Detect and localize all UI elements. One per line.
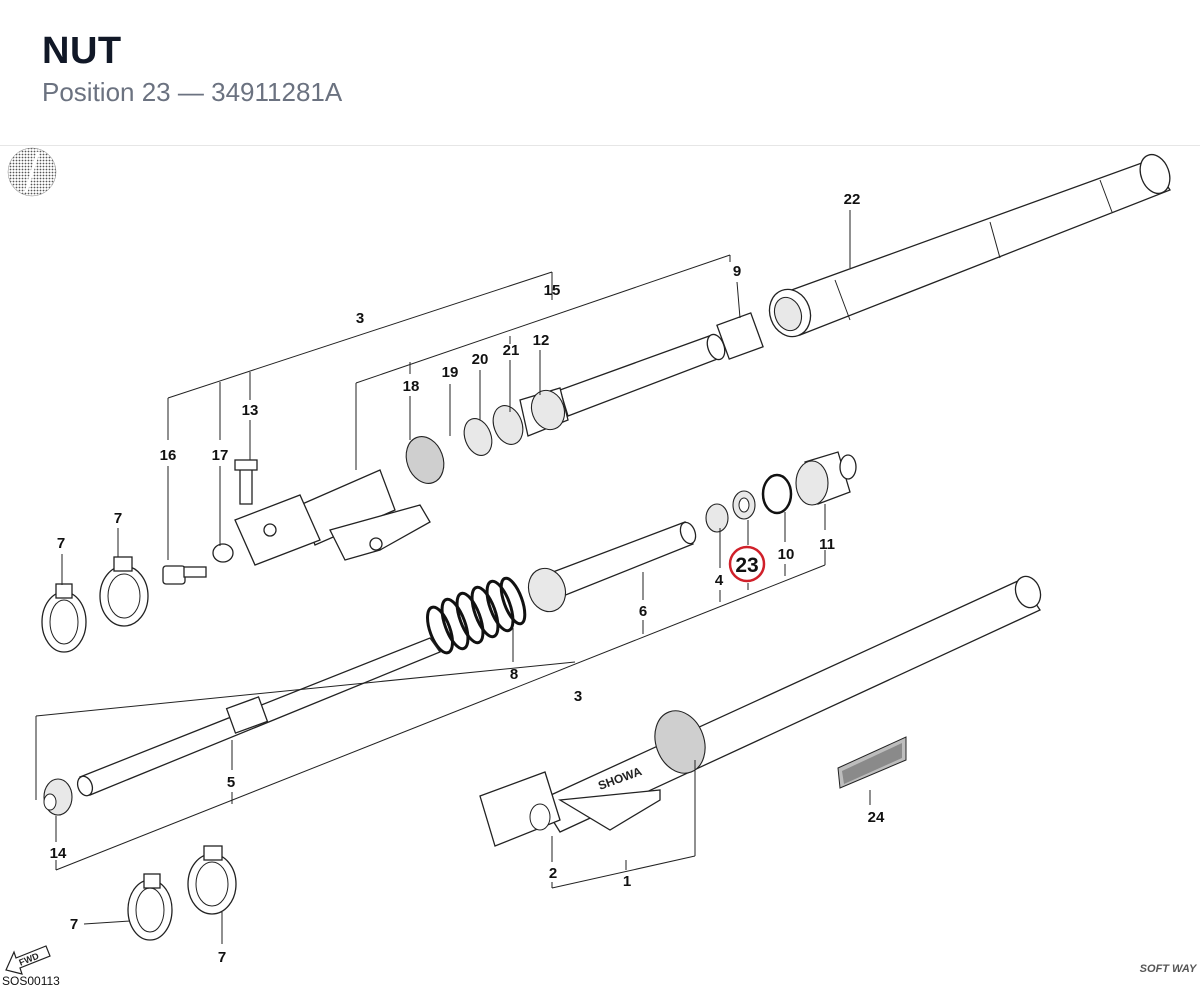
part-4-washer[interactable] xyxy=(705,503,729,533)
highlight-position-23[interactable]: 23 xyxy=(728,545,766,583)
fwd-label: FWD xyxy=(17,951,40,968)
diagram-code: SOS00113 xyxy=(2,974,60,988)
label-24[interactable]: 24 xyxy=(868,809,885,826)
part-22-fork-tube[interactable] xyxy=(763,150,1175,342)
fwd-arrow-icon: FWD xyxy=(5,945,51,975)
part-7-clamp[interactable] xyxy=(187,845,237,915)
softway-logo: SOFT WAY xyxy=(1140,963,1198,975)
label-17[interactable]: 17 xyxy=(212,447,229,464)
label-19[interactable]: 19 xyxy=(442,364,459,381)
label-8[interactable]: 8 xyxy=(510,666,518,683)
label-9[interactable]: 9 xyxy=(733,263,741,280)
label-1[interactable]: 1 xyxy=(623,873,631,890)
label-21[interactable]: 21 xyxy=(503,342,520,359)
label-3-upper[interactable]: 3 xyxy=(356,310,364,327)
page-subtitle: Position 23 — 34911281A xyxy=(42,77,342,108)
part-7-clamp[interactable] xyxy=(127,873,173,941)
label-18[interactable]: 18 xyxy=(403,378,420,395)
leader-lines xyxy=(35,210,871,944)
label-10[interactable]: 10 xyxy=(778,546,795,563)
part-23-nut[interactable] xyxy=(732,490,756,520)
position-text: Position 23 xyxy=(42,77,171,107)
label-4[interactable]: 4 xyxy=(715,572,724,589)
part-3-upper-damper-assembly[interactable] xyxy=(234,312,764,566)
brand-logo-icon xyxy=(7,147,57,197)
separator: — xyxy=(177,77,204,107)
part-17-washer[interactable] xyxy=(212,543,234,563)
label-6[interactable]: 6 xyxy=(639,603,647,620)
part-13-bolt[interactable] xyxy=(234,459,258,505)
page-title: NUT xyxy=(42,30,122,72)
part-16-drain-bolt[interactable] xyxy=(162,565,207,585)
label-12[interactable]: 12 xyxy=(533,332,550,349)
label-7-b[interactable]: 7 xyxy=(57,535,65,552)
label-7-c[interactable]: 7 xyxy=(70,916,78,933)
brand-mark: SOFT WAY xyxy=(1140,963,1198,975)
label-13[interactable]: 13 xyxy=(242,402,259,419)
label-7-d[interactable]: 7 xyxy=(218,949,226,966)
label-14[interactable]: 14 xyxy=(50,845,67,862)
part-7-clamp[interactable] xyxy=(41,583,87,653)
part-7-clamp[interactable] xyxy=(99,556,149,627)
position-labels: 22 9 15 3 12 21 20 19 18 13 16 17 7 7 11… xyxy=(50,191,885,966)
part-1-slider[interactable]: SHOWA xyxy=(479,573,1045,847)
part-8-spring[interactable] xyxy=(422,575,529,656)
label-16[interactable]: 16 xyxy=(160,447,177,464)
label-11[interactable]: 11 xyxy=(819,536,835,553)
exploded-diagram: SHOWA xyxy=(5,147,1198,975)
label-22[interactable]: 22 xyxy=(844,191,861,208)
part-14-bushing[interactable] xyxy=(43,778,73,816)
label-20[interactable]: 20 xyxy=(472,351,489,368)
part-24-reflector[interactable] xyxy=(837,736,907,789)
part-10-o-ring[interactable] xyxy=(761,473,793,515)
label-2[interactable]: 2 xyxy=(549,865,557,882)
label-23[interactable]: 23 xyxy=(735,554,758,577)
label-15[interactable]: 15 xyxy=(544,282,561,299)
label-7-a[interactable]: 7 xyxy=(114,510,122,527)
part-number: 34911281A xyxy=(211,77,343,107)
part-11-cap[interactable] xyxy=(795,451,857,506)
part-5-damper-rod[interactable] xyxy=(75,637,442,798)
label-3-lower[interactable]: 3 xyxy=(574,688,582,705)
header: NUT Position 23 — 34911281A xyxy=(0,0,1200,146)
part-6-spacer-tube[interactable] xyxy=(523,520,699,617)
label-5[interactable]: 5 xyxy=(227,774,235,791)
